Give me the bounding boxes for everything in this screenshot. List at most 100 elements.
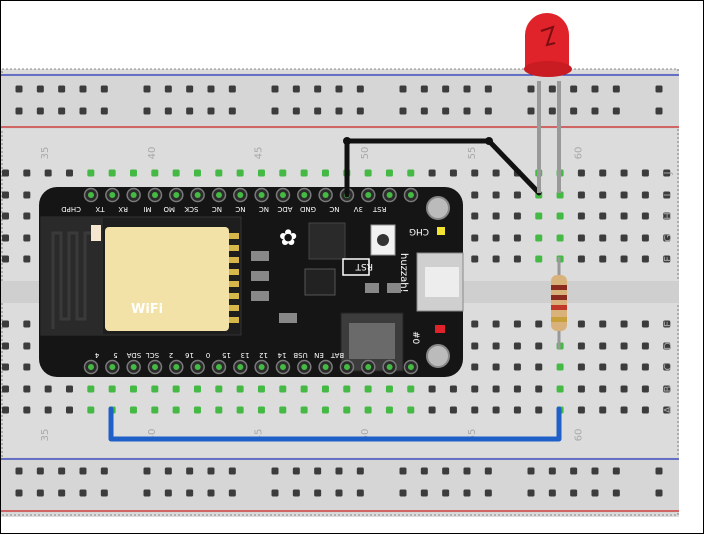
rail-hole bbox=[314, 107, 322, 115]
rail-hole bbox=[207, 489, 215, 497]
terminal-hole bbox=[471, 385, 479, 393]
rail-hole bbox=[527, 489, 535, 497]
rail-hole bbox=[527, 467, 535, 475]
terminal-hole bbox=[663, 363, 671, 371]
terminal-hole bbox=[577, 363, 585, 371]
header-pin-hole bbox=[173, 364, 180, 370]
terminal-hole bbox=[172, 169, 180, 177]
chg-led bbox=[437, 227, 445, 235]
terminal-hole bbox=[471, 320, 479, 328]
terminal-hole bbox=[215, 169, 223, 177]
rail-hole bbox=[484, 107, 492, 115]
rail-hole bbox=[548, 467, 556, 475]
header-pin-hole bbox=[130, 364, 137, 370]
rail-hole bbox=[570, 467, 578, 475]
smd-part bbox=[251, 271, 269, 281]
terminal-hole bbox=[2, 234, 9, 242]
terminal-hole bbox=[44, 385, 52, 393]
terminal-hole bbox=[599, 234, 607, 242]
bottom-pin-label: 15 bbox=[222, 351, 231, 359]
terminal-hole bbox=[44, 169, 52, 177]
terminal-hole bbox=[23, 234, 31, 242]
rail-hole bbox=[292, 467, 300, 475]
terminal-hole bbox=[492, 212, 500, 220]
pin0-label: #0 bbox=[410, 331, 420, 345]
rail-hole bbox=[58, 467, 66, 475]
rail-hole bbox=[143, 489, 151, 497]
top-pin-label: SCK bbox=[184, 205, 198, 213]
terminal-hole bbox=[2, 406, 9, 414]
terminal-hole bbox=[577, 255, 585, 263]
rail-hole bbox=[314, 85, 322, 93]
top-pin-label: NC bbox=[329, 205, 339, 213]
led-body bbox=[525, 13, 569, 67]
rst-label: RST bbox=[355, 261, 373, 271]
terminal-hole bbox=[599, 212, 607, 220]
header-pin-hole bbox=[386, 192, 393, 198]
header-pin-hole bbox=[258, 192, 265, 198]
terminal-hole bbox=[471, 212, 479, 220]
top-pin-label: RST bbox=[372, 205, 386, 213]
terminal-hole bbox=[620, 169, 628, 177]
terminal-hole bbox=[407, 385, 415, 393]
header-pin-hole bbox=[386, 364, 393, 370]
terminal-hole bbox=[471, 191, 479, 199]
rail-hole bbox=[463, 467, 471, 475]
row-letter: H bbox=[663, 212, 674, 220]
rail-hole bbox=[591, 467, 599, 475]
top-pin-label: NC bbox=[235, 205, 245, 213]
rail-hole bbox=[335, 85, 343, 93]
rail-hole bbox=[143, 467, 151, 475]
header-pin-hole bbox=[215, 192, 222, 198]
terminal-hole bbox=[279, 406, 287, 414]
rail-hole bbox=[228, 489, 236, 497]
terminal-hole bbox=[2, 320, 9, 328]
terminal-hole bbox=[556, 191, 564, 199]
terminal-hole bbox=[535, 212, 543, 220]
header-pin-hole bbox=[88, 364, 94, 370]
column-number: 50 bbox=[360, 429, 371, 442]
rail-hole bbox=[228, 107, 236, 115]
terminal-hole bbox=[23, 255, 31, 263]
terminal-hole bbox=[556, 234, 564, 242]
chg-label: CHG bbox=[409, 226, 429, 236]
terminal-hole bbox=[385, 385, 393, 393]
terminal-hole bbox=[556, 363, 564, 371]
terminal-hole bbox=[641, 385, 649, 393]
rail-hole bbox=[548, 107, 556, 115]
terminal-hole bbox=[471, 342, 479, 350]
terminal-hole bbox=[364, 385, 372, 393]
rail-hole bbox=[591, 107, 599, 115]
rail-hole bbox=[79, 85, 87, 93]
header-pin-hole bbox=[407, 364, 414, 370]
terminal-hole bbox=[492, 385, 500, 393]
rail-hole bbox=[186, 467, 194, 475]
rail-hole bbox=[463, 85, 471, 93]
header-pin-hole bbox=[322, 192, 329, 198]
terminal-hole bbox=[663, 169, 671, 177]
rail-hole bbox=[442, 489, 450, 497]
top-pin-label: NC bbox=[212, 205, 222, 213]
bottom-pin-label: USB bbox=[293, 351, 308, 359]
rail-hole bbox=[548, 85, 556, 93]
rail-hole bbox=[356, 107, 364, 115]
terminal-hole bbox=[87, 385, 95, 393]
column-number: 40 bbox=[147, 147, 158, 160]
rail-hole bbox=[463, 107, 471, 115]
terminal-hole bbox=[620, 191, 628, 199]
terminal-hole bbox=[620, 363, 628, 371]
resistor-body bbox=[551, 275, 567, 331]
bottom-pin-label: 4 bbox=[94, 351, 99, 359]
bottom-pin-label: SCL bbox=[146, 351, 159, 359]
terminal-hole bbox=[236, 385, 244, 393]
terminal-hole bbox=[641, 234, 649, 242]
terminal-hole bbox=[449, 385, 457, 393]
terminal-hole bbox=[577, 234, 585, 242]
terminal-hole bbox=[23, 406, 31, 414]
header-pin-hole bbox=[215, 364, 222, 370]
terminal-hole bbox=[641, 363, 649, 371]
terminal-hole bbox=[471, 234, 479, 242]
